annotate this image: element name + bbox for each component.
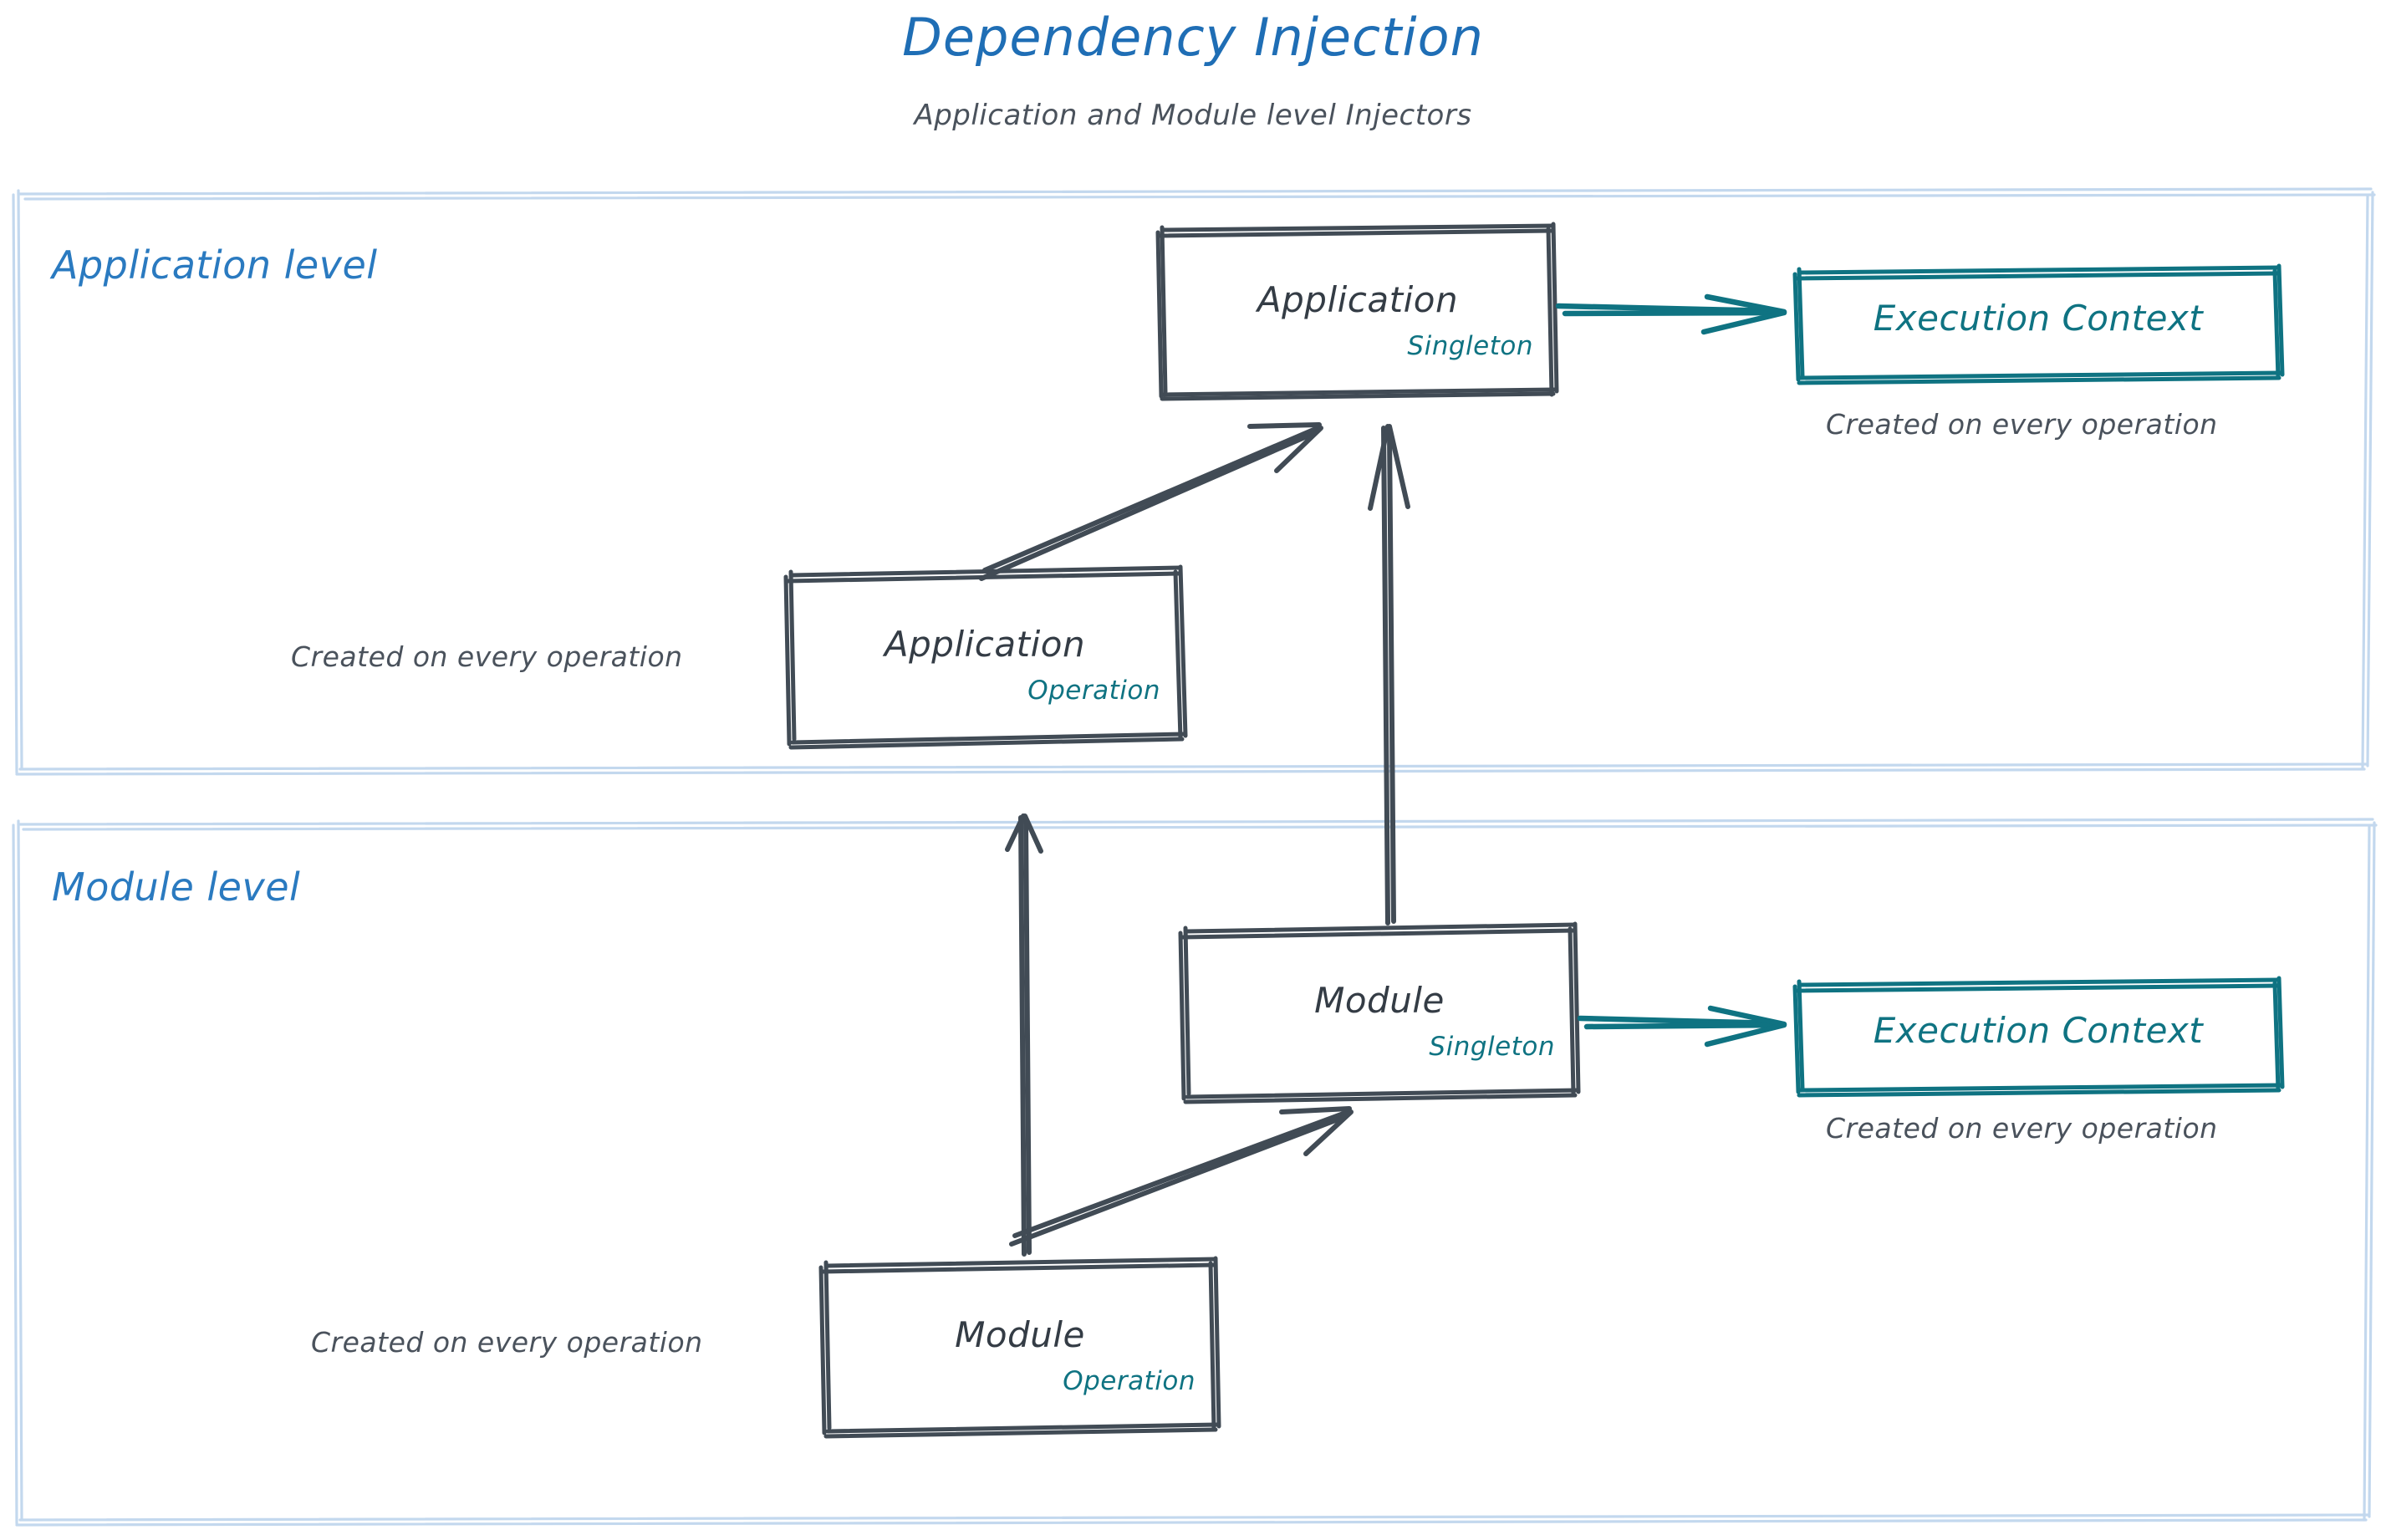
page-title: Dependency Injection [902,7,1484,68]
node-application-singleton-title: Application [1257,279,1459,320]
node-module-singleton[interactable]: Module Singleton [1182,925,1577,1092]
node-module-operation-title: Module [955,1314,1085,1355]
node-application-operation-scope: Operation [1027,676,1160,706]
edge-module-operation-to-module-singleton[interactable] [1016,1087,1375,1258]
edge-application-singleton-to-execution-context[interactable] [1565,293,1799,351]
module-level-label: Module level [52,864,301,910]
node-execution-context-application[interactable]: Execution Context [1796,268,2281,375]
edge-module-singleton-to-execution-context[interactable] [1587,1005,1799,1063]
caption-application-operation: Created on every operation [291,640,683,673]
node-application-singleton[interactable]: Application Singleton [1160,224,1555,391]
application-level-label: Application level [52,242,378,288]
node-execution-context-module[interactable]: Execution Context [1796,980,2281,1087]
node-execution-context-module-title: Execution Context [1873,1010,2204,1051]
node-application-operation-title: Application [884,624,1086,665]
caption-module-operation: Created on every operation [311,1326,703,1359]
edge-application-operation-to-application-singleton[interactable] [978,418,1329,577]
edge-module-singleton-to-application-singleton[interactable] [1363,416,1421,933]
node-application-singleton-scope: Singleton [1407,331,1533,361]
node-module-operation-scope: Operation [1063,1366,1196,1396]
node-module-singleton-scope: Singleton [1429,1032,1555,1062]
page-subtitle: Application and Module level Injectors [914,99,1472,132]
node-module-operation[interactable]: Module Operation [823,1259,1217,1426]
node-module-singleton-title: Module [1314,980,1445,1021]
node-application-operation[interactable]: Application Operation [788,569,1182,736]
node-execution-context-application-title: Execution Context [1873,298,2204,339]
caption-execution-context-module: Created on every operation [1826,1112,2218,1145]
caption-execution-context-application: Created on every operation [1826,408,2218,441]
